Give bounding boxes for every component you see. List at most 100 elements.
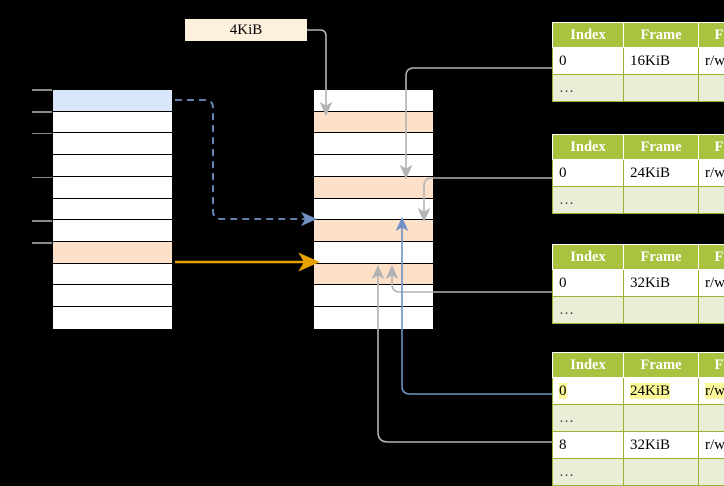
cell-index[interactable]: 0 <box>553 378 624 405</box>
cell-text: 24KiB <box>630 383 670 399</box>
cell-frame[interactable]: 32KiB <box>624 270 699 297</box>
cell-frame[interactable] <box>624 75 699 102</box>
middle-memory-cell-4[interactable] <box>314 177 433 199</box>
left-memory-cell-4[interactable] <box>53 177 172 199</box>
table-body: 0 24KiB r/w … <box>553 160 724 214</box>
left-memory-cell-0[interactable] <box>53 90 172 112</box>
middle-memory-cell-3[interactable] <box>314 155 433 177</box>
column-header-index: Index <box>553 353 624 378</box>
cell-flags[interactable]: r/w <box>699 270 724 297</box>
left-memory-cell-5[interactable] <box>53 199 172 221</box>
middle-memory-cell-2[interactable] <box>314 133 433 155</box>
column-header-flags: Flags <box>699 135 724 160</box>
cell-frame[interactable]: 24KiB <box>624 378 699 405</box>
table-body: 0 24KiB r/w … 8 32KiB r/w … <box>553 378 724 486</box>
cell-text: 24KiB <box>630 165 670 181</box>
page-table-2: Index Frame Flags 0 24KiB r/w … <box>552 134 724 214</box>
middle-memory-cell-7[interactable] <box>314 242 433 264</box>
page-table-1: Index Frame Flags 0 16KiB r/w … <box>552 22 724 102</box>
table-row[interactable]: … <box>553 187 724 214</box>
left-memory-cell-3[interactable] <box>53 155 172 177</box>
middle-memory-cell-0[interactable] <box>314 90 433 112</box>
column-header-frame: Frame <box>624 135 699 160</box>
cell-flags[interactable]: r/w <box>699 160 724 187</box>
column-header-frame: Frame <box>624 245 699 270</box>
column-header-flags: Flags <box>699 353 724 378</box>
tick-mark-0 <box>32 89 52 91</box>
cell-flags[interactable]: r/w <box>699 378 724 405</box>
cell-index[interactable]: 8 <box>553 432 624 459</box>
cell-text: r/w <box>705 53 724 69</box>
cell-text: r/w <box>705 437 724 453</box>
cell-text: 8 <box>559 437 567 453</box>
left-memory-cell-8[interactable] <box>53 264 172 286</box>
table-row[interactable]: 0 24KiB r/w <box>553 160 724 187</box>
table-row[interactable]: 0 16KiB r/w <box>553 48 724 75</box>
middle-memory-cell-9[interactable] <box>314 285 433 307</box>
table-row[interactable]: … <box>553 459 724 486</box>
table-row[interactable]: … <box>553 405 724 432</box>
cell-text: 32KiB <box>630 275 670 291</box>
table-body: 0 32KiB r/w … <box>553 270 724 324</box>
middle-memory-cell-6[interactable] <box>314 220 433 242</box>
table-row[interactable]: … <box>553 75 724 102</box>
cell-index[interactable]: … <box>553 297 624 324</box>
column-header-index: Index <box>553 23 624 48</box>
table-body: 0 16KiB r/w … <box>553 48 724 102</box>
cell-frame[interactable] <box>624 187 699 214</box>
cell-text: r/w <box>705 275 724 291</box>
cell-text: … <box>559 302 576 318</box>
page-table-4: Index Frame Flags 0 24KiB r/w … 8 32KiB r/w … <box>552 352 724 486</box>
table-row[interactable]: … <box>553 297 724 324</box>
cell-index[interactable]: 0 <box>553 160 624 187</box>
table-header-row: Index Frame Flags <box>553 135 724 160</box>
cell-text: 16KiB <box>630 53 670 69</box>
left-memory-cell-9[interactable] <box>53 285 172 307</box>
cell-frame[interactable]: 16KiB <box>624 48 699 75</box>
cell-index[interactable]: … <box>553 405 624 432</box>
left-memory-cell-7[interactable] <box>53 242 172 264</box>
cell-frame[interactable] <box>624 297 699 324</box>
table-header-row: Index Frame Flags <box>553 23 724 48</box>
cell-flags[interactable] <box>699 459 724 486</box>
cell-index[interactable]: … <box>553 459 624 486</box>
middle-memory-cell-10[interactable] <box>314 307 433 329</box>
cell-flags[interactable] <box>699 75 724 102</box>
middle-memory-cell-1[interactable] <box>314 112 433 134</box>
left-memory-cell-10[interactable] <box>53 307 172 329</box>
cell-frame[interactable] <box>624 459 699 486</box>
table-header-row: Index Frame Flags <box>553 353 724 378</box>
table-row[interactable]: 0 32KiB r/w <box>553 270 724 297</box>
cell-flags[interactable] <box>699 297 724 324</box>
column-header-index: Index <box>553 135 624 160</box>
cell-index[interactable]: … <box>553 187 624 214</box>
cell-index[interactable]: 0 <box>553 48 624 75</box>
cell-frame[interactable] <box>624 405 699 432</box>
cell-flags[interactable] <box>699 405 724 432</box>
tick-mark-6 <box>32 220 52 222</box>
table-row[interactable]: 8 32KiB r/w <box>553 432 724 459</box>
cell-frame[interactable]: 32KiB <box>624 432 699 459</box>
column-header-frame: Frame <box>624 353 699 378</box>
middle-memory-cell-5[interactable] <box>314 199 433 221</box>
left-memory-column <box>52 89 173 330</box>
cell-text: 0 <box>559 165 567 181</box>
cell-flags[interactable]: r/w <box>699 432 724 459</box>
left-memory-cell-2[interactable] <box>53 133 172 155</box>
cell-flags[interactable]: r/w <box>699 48 724 75</box>
cell-text: 0 <box>559 383 567 399</box>
cell-flags[interactable] <box>699 187 724 214</box>
middle-memory-column <box>313 89 434 330</box>
middle-memory-cell-8[interactable] <box>314 264 433 286</box>
cell-text: … <box>559 192 576 208</box>
page-size-label: 4KiB <box>185 19 307 41</box>
cell-index[interactable]: … <box>553 75 624 102</box>
left-memory-cell-1[interactable] <box>53 112 172 134</box>
left-memory-cell-6[interactable] <box>53 220 172 242</box>
table-row[interactable]: 0 24KiB r/w <box>553 378 724 405</box>
cell-text: 0 <box>559 275 567 291</box>
cell-frame[interactable]: 24KiB <box>624 160 699 187</box>
cell-index[interactable]: 0 <box>553 270 624 297</box>
cell-text: … <box>559 80 576 96</box>
